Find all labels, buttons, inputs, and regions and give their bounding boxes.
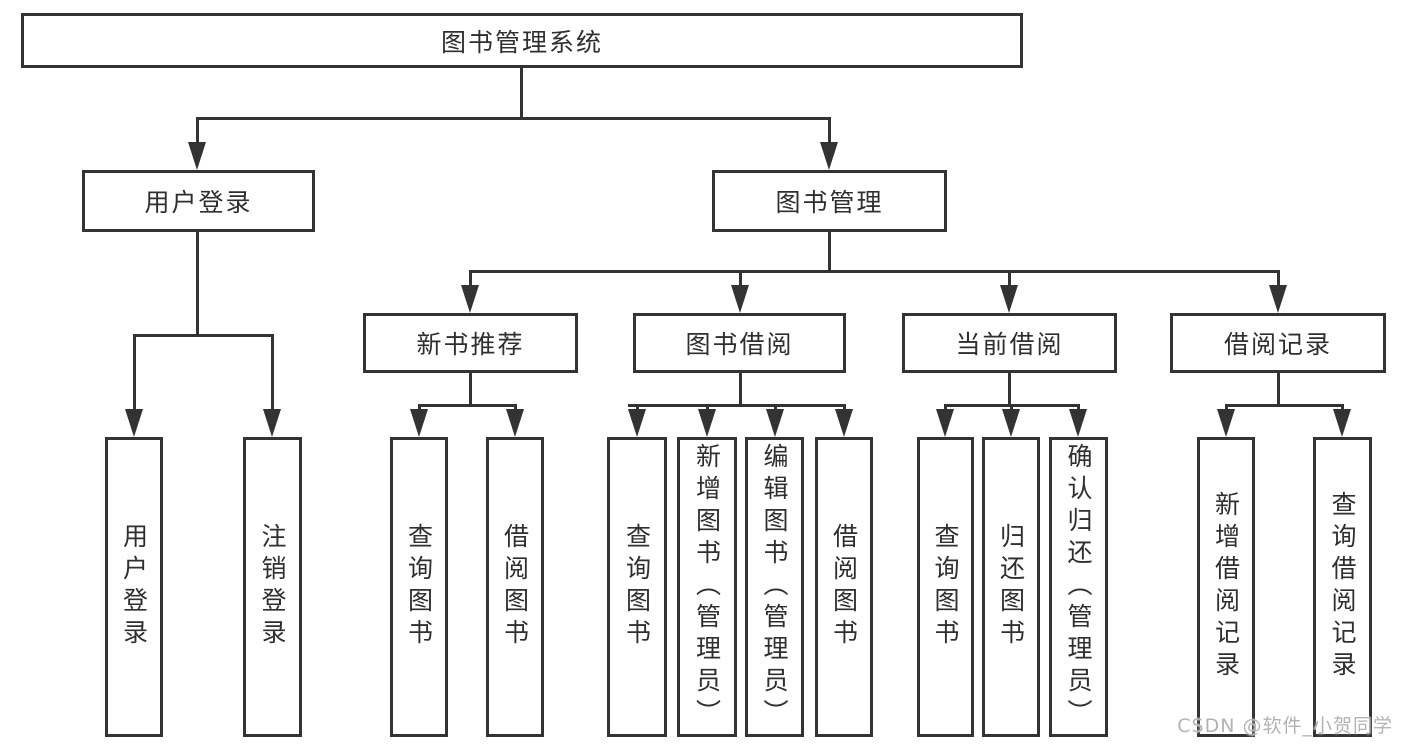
connector-line xyxy=(628,404,846,407)
connector-line xyxy=(828,117,831,155)
arrow-down-icon xyxy=(698,409,716,437)
leaf-query-books: 查询图书 xyxy=(607,437,667,737)
node-user-login: 用户登录 xyxy=(82,170,315,232)
connector-line xyxy=(469,373,472,407)
leaf-add-borrow-record: 新增借阅记录 xyxy=(1197,437,1255,737)
leaf-logout: 注销登录 xyxy=(243,437,302,737)
connector-line xyxy=(418,404,517,407)
connector-line xyxy=(196,232,199,337)
connector-line xyxy=(520,68,523,120)
leaf-user-login: 用户登录 xyxy=(105,437,163,737)
arrow-down-icon xyxy=(1069,409,1087,437)
arrow-down-icon xyxy=(263,409,281,437)
node-book-management: 图书管理 xyxy=(712,170,947,232)
connector-line xyxy=(1008,373,1011,407)
connector-line xyxy=(469,270,472,292)
connector-line xyxy=(133,334,136,414)
leaf-borrow-books: 借阅图书 xyxy=(486,437,544,737)
arrow-down-icon xyxy=(1269,285,1287,313)
arrow-down-icon xyxy=(461,285,479,313)
connector-line xyxy=(739,373,742,407)
leaf-add-books-admin: 新增图书（管理员） xyxy=(677,437,737,737)
connector-line xyxy=(1225,404,1344,407)
leaf-query-books: 查询图书 xyxy=(390,437,448,737)
leaf-return-books: 归还图书 xyxy=(982,437,1040,737)
connector-line xyxy=(1277,373,1280,407)
connector-line xyxy=(196,117,199,155)
arrow-down-icon xyxy=(1000,285,1018,313)
node-book-borrow: 图书借阅 xyxy=(633,313,846,373)
connector-line xyxy=(1277,270,1280,292)
connector-line xyxy=(828,232,831,273)
connector-line xyxy=(739,270,742,292)
arrow-down-icon xyxy=(820,142,838,170)
leaf-confirm-return-admin: 确认归还（管理员） xyxy=(1049,437,1108,737)
arrow-down-icon xyxy=(1333,409,1351,437)
connector-line xyxy=(271,334,274,414)
connector-line xyxy=(133,334,274,337)
arrow-down-icon xyxy=(506,409,524,437)
arrow-down-icon xyxy=(936,409,954,437)
connector-line xyxy=(1008,270,1011,292)
arrow-down-icon xyxy=(188,142,206,170)
arrow-down-icon xyxy=(1002,409,1020,437)
arrow-down-icon xyxy=(731,285,749,313)
leaf-query-books: 查询图书 xyxy=(917,437,974,737)
node-borrow-records: 借阅记录 xyxy=(1170,313,1386,373)
arrow-down-icon xyxy=(1217,409,1235,437)
arrow-down-icon xyxy=(125,409,143,437)
leaf-edit-books-admin: 编辑图书（管理员） xyxy=(745,437,804,737)
arrow-down-icon xyxy=(766,409,784,437)
arrow-down-icon xyxy=(628,409,646,437)
leaf-borrow-books: 借阅图书 xyxy=(815,437,873,737)
leaf-query-borrow-record: 查询借阅记录 xyxy=(1313,437,1372,737)
arrow-down-icon xyxy=(835,409,853,437)
arrow-down-icon xyxy=(410,409,428,437)
node-current-borrow: 当前借阅 xyxy=(902,313,1117,373)
csdn-watermark: CSDN @软件_小贺同学 xyxy=(1177,715,1393,737)
node-new-book-recommend: 新书推荐 xyxy=(363,313,578,373)
connector-line xyxy=(196,117,831,120)
node-root: 图书管理系统 xyxy=(21,13,1023,68)
connector-line xyxy=(469,270,1280,273)
